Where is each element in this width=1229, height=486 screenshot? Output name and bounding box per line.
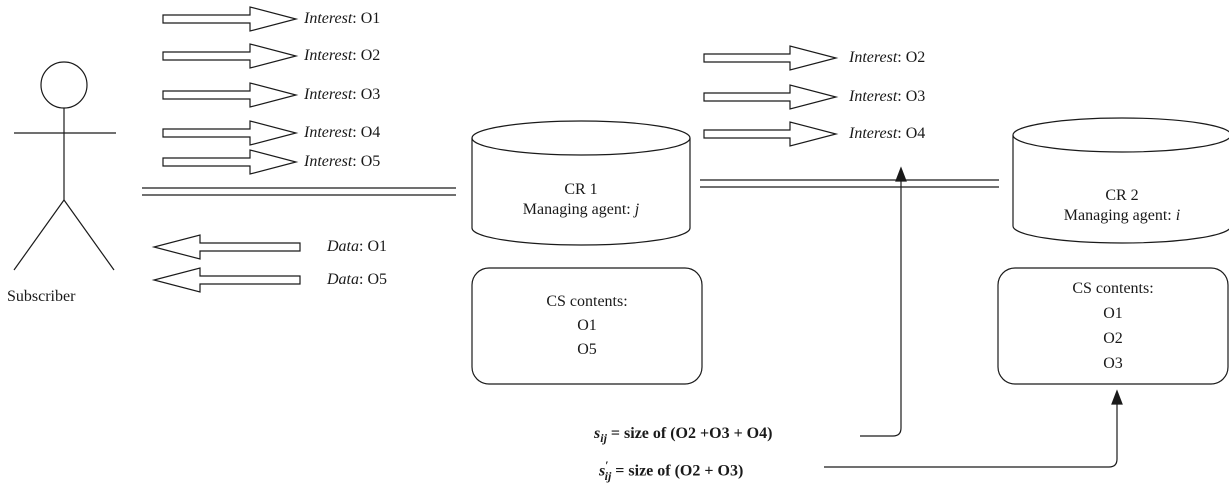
cs1-item: O5 bbox=[577, 341, 597, 358]
forwarded-interest-label-o2: Interest: O2 bbox=[849, 49, 926, 66]
subscriber-figure bbox=[13, 61, 116, 271]
interest-arrow bbox=[703, 45, 839, 71]
cr1-name: CR 1 bbox=[564, 181, 598, 198]
cs2-item: O2 bbox=[1103, 330, 1123, 347]
pointer-s-ij bbox=[860, 166, 907, 437]
data-arrow bbox=[151, 234, 301, 260]
cr1-agent: Managing agent: j bbox=[522, 201, 640, 218]
interest-arrow bbox=[162, 43, 299, 69]
subscriber-label: Subscriber bbox=[7, 288, 76, 305]
cs2-box bbox=[997, 267, 1229, 385]
interest-arrows-left bbox=[162, 6, 299, 175]
data-arrow bbox=[151, 267, 301, 293]
interest-label-o1: Interest: O1 bbox=[304, 10, 381, 27]
cs1-item: O1 bbox=[577, 317, 597, 334]
interest-label-o3: Interest: O3 bbox=[304, 86, 381, 103]
cs1-box bbox=[471, 267, 703, 385]
data-label-o5: Data: O5 bbox=[327, 271, 388, 288]
interest-arrow bbox=[162, 149, 299, 175]
cs2-item: O3 bbox=[1103, 355, 1123, 372]
interest-arrow bbox=[703, 121, 839, 147]
cr2-cylinder bbox=[1012, 117, 1229, 244]
cr2-name: CR 2 bbox=[1105, 187, 1139, 204]
interest-arrow bbox=[162, 6, 299, 32]
cs2-title: CS contents: bbox=[1072, 280, 1154, 297]
interest-arrow bbox=[162, 82, 299, 108]
forwarded-interest-label-o4: Interest: O4 bbox=[849, 125, 926, 142]
formula-s-ij: sij = size of (O2 +O3 + O4) bbox=[594, 425, 773, 446]
interest-label-o2: Interest: O2 bbox=[304, 47, 381, 64]
interest-arrows-mid bbox=[703, 45, 839, 147]
pointer-s-prime-ij bbox=[824, 389, 1123, 468]
cs2-item: O1 bbox=[1103, 305, 1123, 322]
link-subscriber-cr1 bbox=[142, 187, 456, 196]
interest-arrow bbox=[703, 84, 839, 110]
data-arrows bbox=[151, 234, 301, 293]
interest-label-o4: Interest: O4 bbox=[304, 124, 381, 141]
interest-label-o5: Interest: O5 bbox=[304, 153, 381, 170]
interest-arrow bbox=[162, 120, 299, 146]
cs1-title: CS contents: bbox=[546, 293, 628, 310]
formula-s-prime-ij: s′ij = size of (O2 + O3) bbox=[599, 458, 744, 483]
cr1-cylinder bbox=[471, 120, 691, 246]
cr2-agent: Managing agent: i bbox=[1063, 207, 1181, 224]
forwarded-interest-label-o3: Interest: O3 bbox=[849, 88, 926, 105]
data-label-o1: Data: O1 bbox=[327, 238, 388, 255]
link-cr1-cr2 bbox=[700, 179, 999, 188]
